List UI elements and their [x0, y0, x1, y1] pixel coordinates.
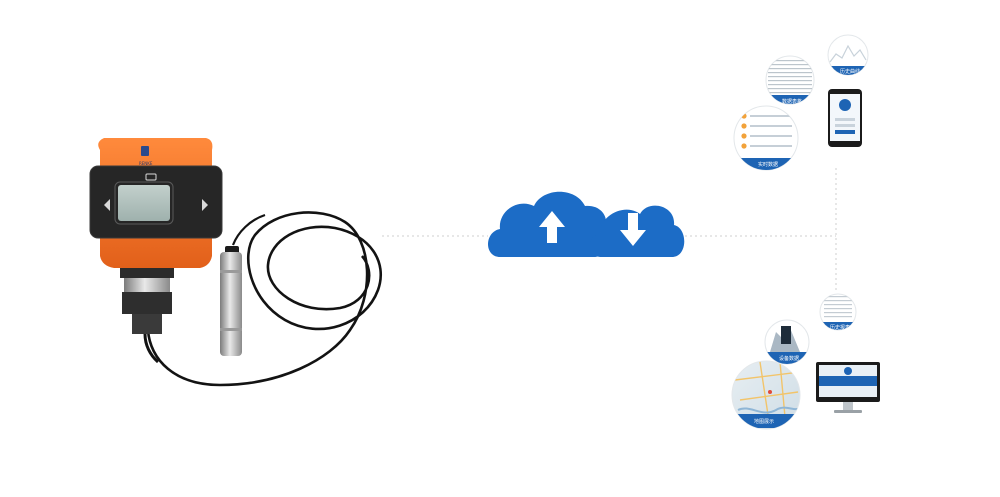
sensor-cable [146, 211, 383, 387]
platform-top-cluster: 数据表格 历史曲线 实时数据 [733, 34, 869, 171]
download-arrow-icon [620, 213, 646, 246]
desktop-monitor-icon [816, 362, 880, 413]
pipe-fitting [120, 262, 174, 364]
cloud-logo-icon [844, 367, 852, 375]
list-item [750, 145, 792, 147]
map-circle: 地图展示 [731, 360, 801, 430]
report-label: 历史报表 [830, 324, 850, 331]
curve-circle: 历史曲线 [827, 34, 869, 76]
table-row [768, 92, 812, 94]
device-logo-icon [141, 146, 149, 156]
table-row [824, 300, 852, 302]
device-brand-text: RENKE [139, 161, 153, 166]
platform-bottom-cluster: 历史报表 设备数据 地图展示 [731, 293, 880, 430]
list-item [750, 125, 792, 127]
table-row [824, 312, 852, 314]
right-arrow-icon [202, 199, 208, 211]
table-row [768, 60, 812, 62]
table-row [824, 308, 852, 310]
status-icon [741, 123, 747, 129]
table-row [768, 84, 812, 86]
table-row [768, 76, 812, 78]
set-key-icon [145, 173, 157, 181]
table-row [768, 80, 812, 82]
table-row [824, 296, 852, 298]
phone-app-icon [828, 89, 862, 147]
table-row [768, 72, 812, 74]
level-sensor-device: RENKE [89, 138, 383, 387]
table-row [768, 88, 812, 90]
map-label: 地图展示 [754, 418, 774, 425]
curve-label: 历史曲线 [840, 68, 860, 75]
connector-lines [382, 168, 837, 290]
realtime-circle: 实时数据 [733, 105, 799, 171]
report-circle: 历史报表 [819, 293, 857, 331]
table-row [768, 68, 812, 70]
cloud-transfer [488, 191, 685, 257]
upload-arrow-icon [539, 211, 565, 243]
table-row [824, 304, 852, 306]
status-icon [741, 133, 747, 139]
realtime-label: 实时数据 [758, 161, 778, 168]
device-data-circle: 设备数据 [764, 319, 810, 365]
table-row [768, 64, 812, 66]
lcd-screen-icon [118, 185, 170, 221]
table-row [824, 316, 852, 318]
list-item [750, 115, 792, 117]
data-list-circle: 数据表格 [765, 55, 815, 105]
status-icon [741, 143, 747, 149]
submersible-probe [220, 246, 242, 356]
left-arrow-icon [104, 199, 110, 211]
list-item [750, 135, 792, 137]
device-data-label: 设备数据 [779, 355, 799, 362]
data-list-label: 数据表格 [782, 98, 802, 105]
